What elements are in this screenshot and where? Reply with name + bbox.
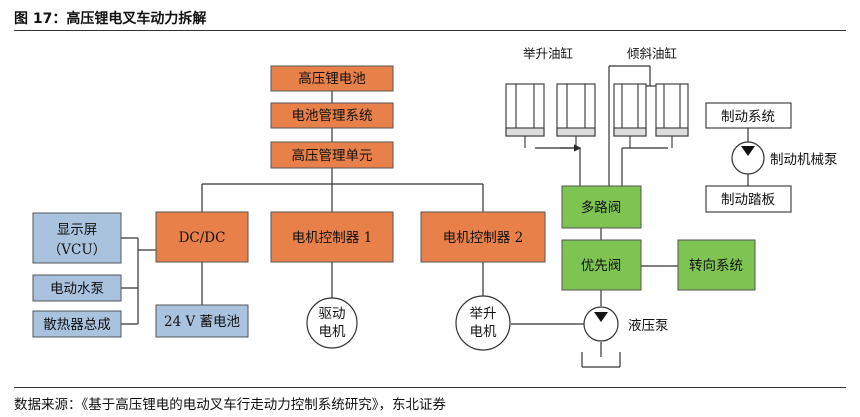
node-water-pump: 电动水泵 <box>50 281 104 297</box>
node-lift-motor-line1: 举升 <box>470 306 497 322</box>
node-dcdc: DC/DC <box>179 230 226 246</box>
node-multi-valve: 多路阀 <box>581 199 622 216</box>
figure-footer: 数据来源：《基于高压锂电的电动叉车行走动力控制系统研究》，东北证券 <box>14 387 846 414</box>
label-tilt-cylinder: 倾斜油缸 <box>627 46 677 61</box>
hydraulic-valves: 多路阀 优先阀 转向系统 <box>561 185 756 291</box>
node-hydraulic-pump: 液压泵 <box>628 318 669 334</box>
node-steering: 转向系统 <box>689 258 743 274</box>
node-battery: 高压锂电池 <box>298 70 366 87</box>
node-motor-controller-1: 电机控制器 1 <box>292 230 372 246</box>
node-brake-pedal: 制动踏板 <box>721 192 775 208</box>
low-voltage-loads: 显示屏 （VCU） 电动水泵 散热器总成 24 V 蓄电池 <box>32 212 249 338</box>
node-display-line2: （VCU） <box>48 242 106 258</box>
label-lift-cylinder: 举升油缸 <box>523 46 573 61</box>
node-motor-controller-2: 电机控制器 2 <box>443 230 523 246</box>
figure-title: 图 17：高压锂电叉车动力拆解 <box>14 11 207 27</box>
node-hv-unit: 高压管理单元 <box>292 147 373 164</box>
figure-header: 图 17：高压锂电叉车动力拆解 <box>14 6 846 31</box>
hydraulic-pump: 液压泵 <box>583 306 669 342</box>
node-brake-pump: 制动机械泵 <box>770 152 838 168</box>
source-note: 数据来源：《基于高压锂电的电动叉车行走动力控制系统研究》，东北证券 <box>14 397 446 413</box>
connection-lines <box>121 65 749 368</box>
high-voltage-chain: 高压锂电池 电池管理系统 高压管理单元 DC/DC 电机控制器 1 电机控制器 … <box>155 65 546 263</box>
node-bms: 电池管理系统 <box>292 108 373 124</box>
node-radiator: 散热器总成 <box>43 317 111 333</box>
node-drive-motor-line1: 驱动 <box>319 306 346 322</box>
node-lift-motor-line2: 电机 <box>470 324 497 340</box>
node-display-line1: 显示屏 <box>57 222 98 238</box>
tilt-cylinders: 倾斜油缸 <box>613 46 689 148</box>
node-brake-system: 制动系统 <box>721 109 775 125</box>
brake-pump-icon <box>741 146 755 156</box>
pump-direction-icon <box>594 312 608 322</box>
node-priority-valve: 优先阀 <box>581 258 622 274</box>
motors: 驱动 电机 举升 电机 <box>306 295 511 351</box>
node-24v-battery: 24 V 蓄电池 <box>164 314 240 330</box>
node-drive-motor-line2: 电机 <box>319 324 346 340</box>
brake-system: 制动系统 制动机械泵 制动踏板 <box>705 102 838 213</box>
lift-cylinders: 举升油缸 <box>505 46 596 148</box>
